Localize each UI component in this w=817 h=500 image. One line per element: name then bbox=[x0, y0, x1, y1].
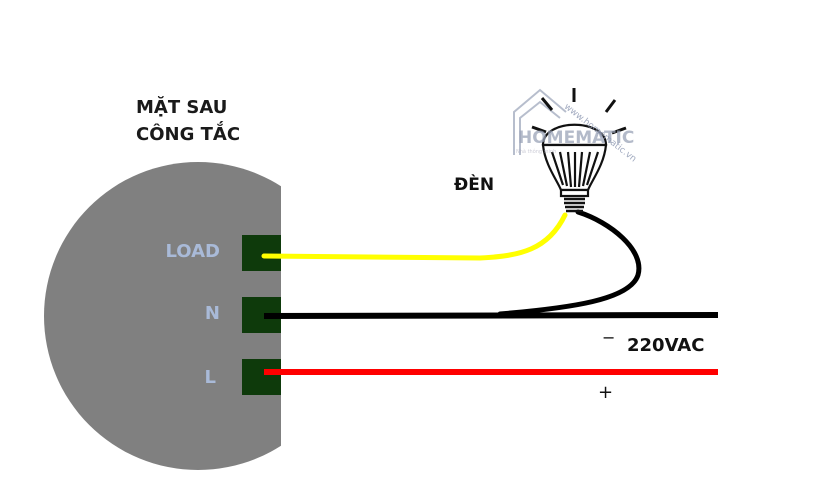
watermark-brand: HOMEMATIC bbox=[518, 128, 635, 148]
neutral-wire bbox=[263, 312, 719, 319]
watermark-tagline: Nhà thông minh bbox=[516, 149, 557, 155]
title-line-1: MẶT SAU bbox=[136, 97, 228, 118]
diagram-title: MẶT SAU CÔNG TẮC bbox=[136, 94, 240, 148]
lamp-label: ĐÈN bbox=[454, 175, 495, 195]
bulb-neutral-wire bbox=[497, 209, 642, 317]
light-bulb-icon bbox=[531, 88, 627, 213]
minus-sign: − bbox=[602, 328, 616, 347]
terminal-live bbox=[242, 359, 281, 395]
terminal-load bbox=[242, 235, 281, 271]
terminal-label-load: LOAD bbox=[165, 241, 220, 262]
watermark-logo-icon bbox=[513, 88, 567, 155]
terminal-label-live: L bbox=[204, 367, 216, 388]
switch-back-plate bbox=[44, 162, 281, 470]
supply-voltage-label: 220VAC bbox=[627, 335, 705, 356]
plus-sign: + bbox=[598, 382, 614, 403]
terminal-label-neutral: N bbox=[204, 303, 220, 324]
load-wire bbox=[261, 212, 568, 261]
title-line-2: CÔNG TẮC bbox=[136, 124, 241, 145]
